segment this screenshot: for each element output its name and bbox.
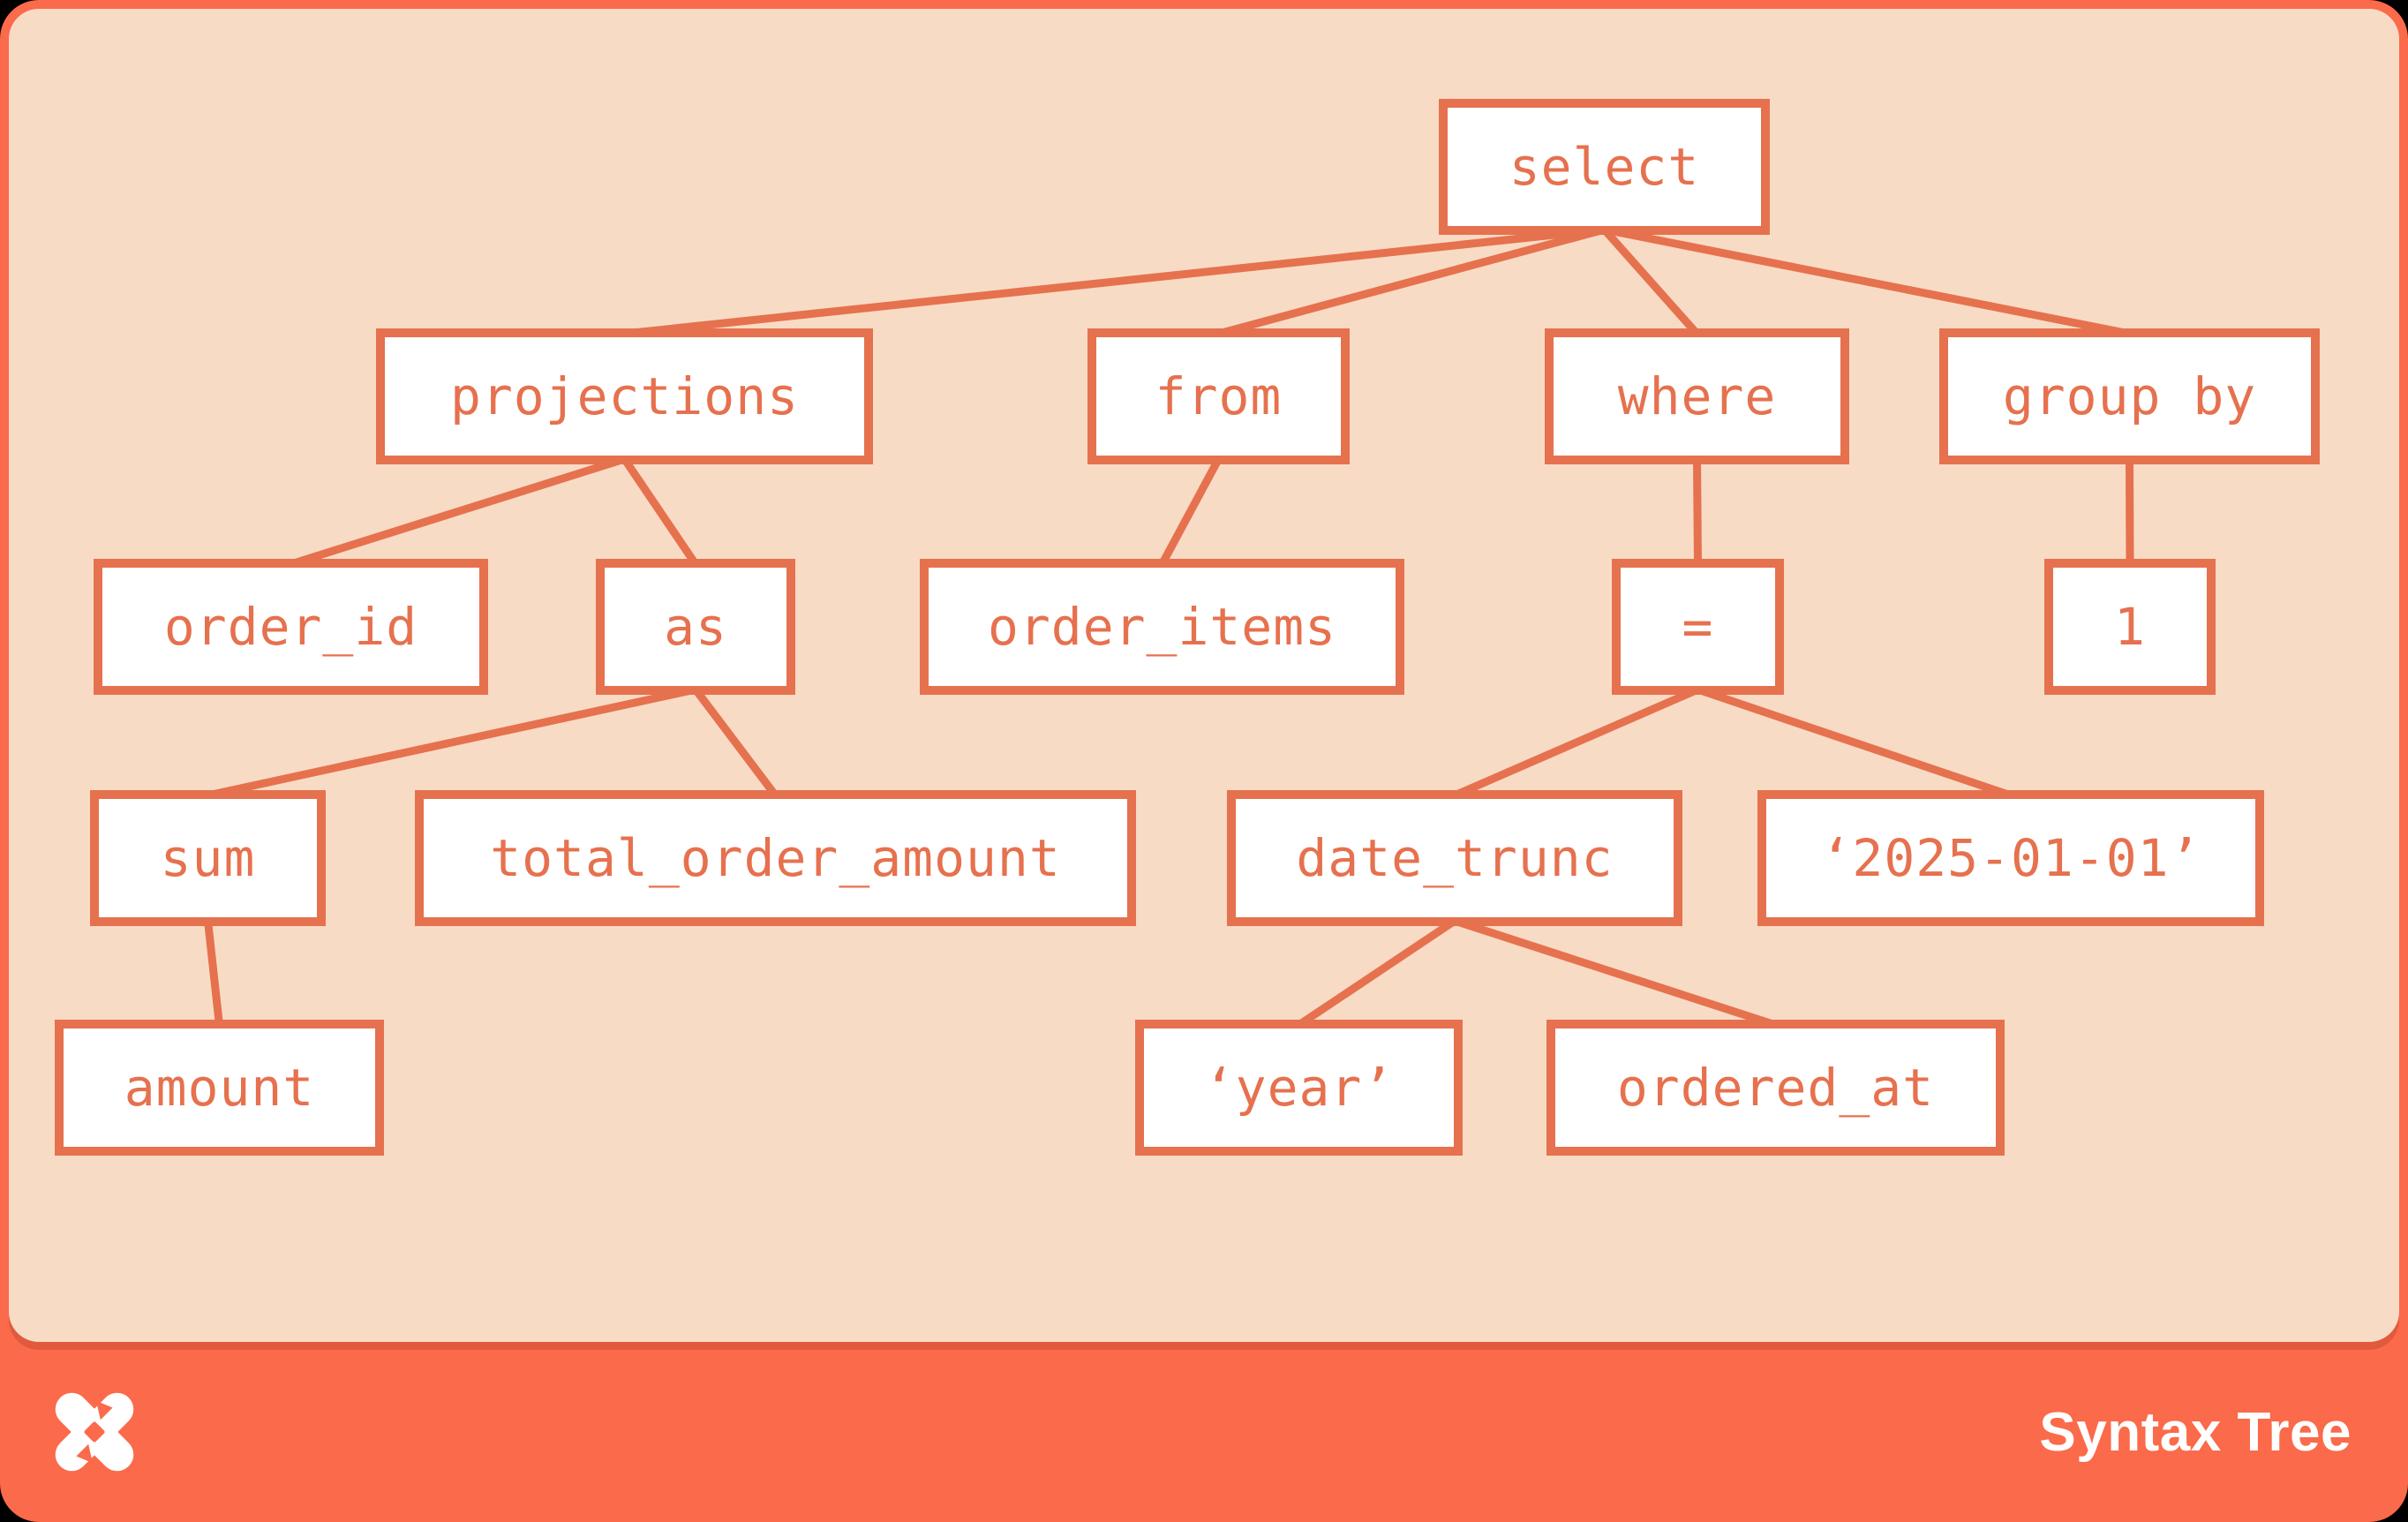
tree-node-label: sum [160, 828, 256, 888]
tree-node-date_literal: ‘2025-01-01’ [1757, 790, 2264, 926]
tree-node-as: as [596, 559, 795, 695]
tree-node-projections: projections [376, 328, 873, 464]
tree-node-eq: = [1612, 559, 1784, 695]
dbt-logo-icon [55, 1392, 134, 1472]
tree-node-sum: sum [90, 790, 326, 926]
tree-node-label: amount [124, 1058, 315, 1118]
tree-node-label: select [1509, 137, 1700, 197]
tree-node-date_trunc: date_trunc [1227, 790, 1682, 926]
tree-node-label: total_order_amount [490, 828, 1061, 888]
tree-node-label: date_trunc [1296, 828, 1614, 888]
tree-node-label: ‘2025-01-01’ [1820, 828, 2201, 888]
tree-node-order_id: order_id [94, 559, 488, 695]
tree-node-label: where [1617, 366, 1777, 426]
tree-node-label: as [664, 597, 727, 657]
tree-node-where: where [1545, 328, 1849, 464]
tree-node-label: from [1155, 366, 1283, 426]
tree-node-label: order_items [987, 597, 1337, 657]
tree-node-one: 1 [2044, 559, 2216, 695]
tree-node-ordered_at: ordered_at [1546, 1020, 2005, 1156]
footer-bar: Syntax Tree [0, 1342, 2408, 1522]
tree-node-label: group by [2002, 366, 2257, 426]
tree-node-label: ordered_at [1616, 1058, 1935, 1118]
tree-node-from: from [1087, 328, 1350, 464]
tree-node-label: 1 [2114, 597, 2146, 657]
tree-node-label: ‘year’ [1203, 1058, 1395, 1118]
tree-node-label: = [1682, 597, 1714, 657]
tree-node-label: projections [449, 366, 800, 426]
tree-node-select: select [1439, 99, 1770, 235]
tree-node-total_order_amount: total_order_amount [415, 790, 1136, 926]
footer-title: Syntax Tree [2039, 1401, 2352, 1463]
tree-node-order_items: order_items [920, 559, 1404, 695]
tree-node-label: order_id [163, 597, 418, 657]
tree-node-year_literal: ‘year’ [1135, 1020, 1463, 1156]
tree-node-amount: amount [55, 1020, 384, 1156]
tree-node-group_by: group by [1939, 328, 2320, 464]
